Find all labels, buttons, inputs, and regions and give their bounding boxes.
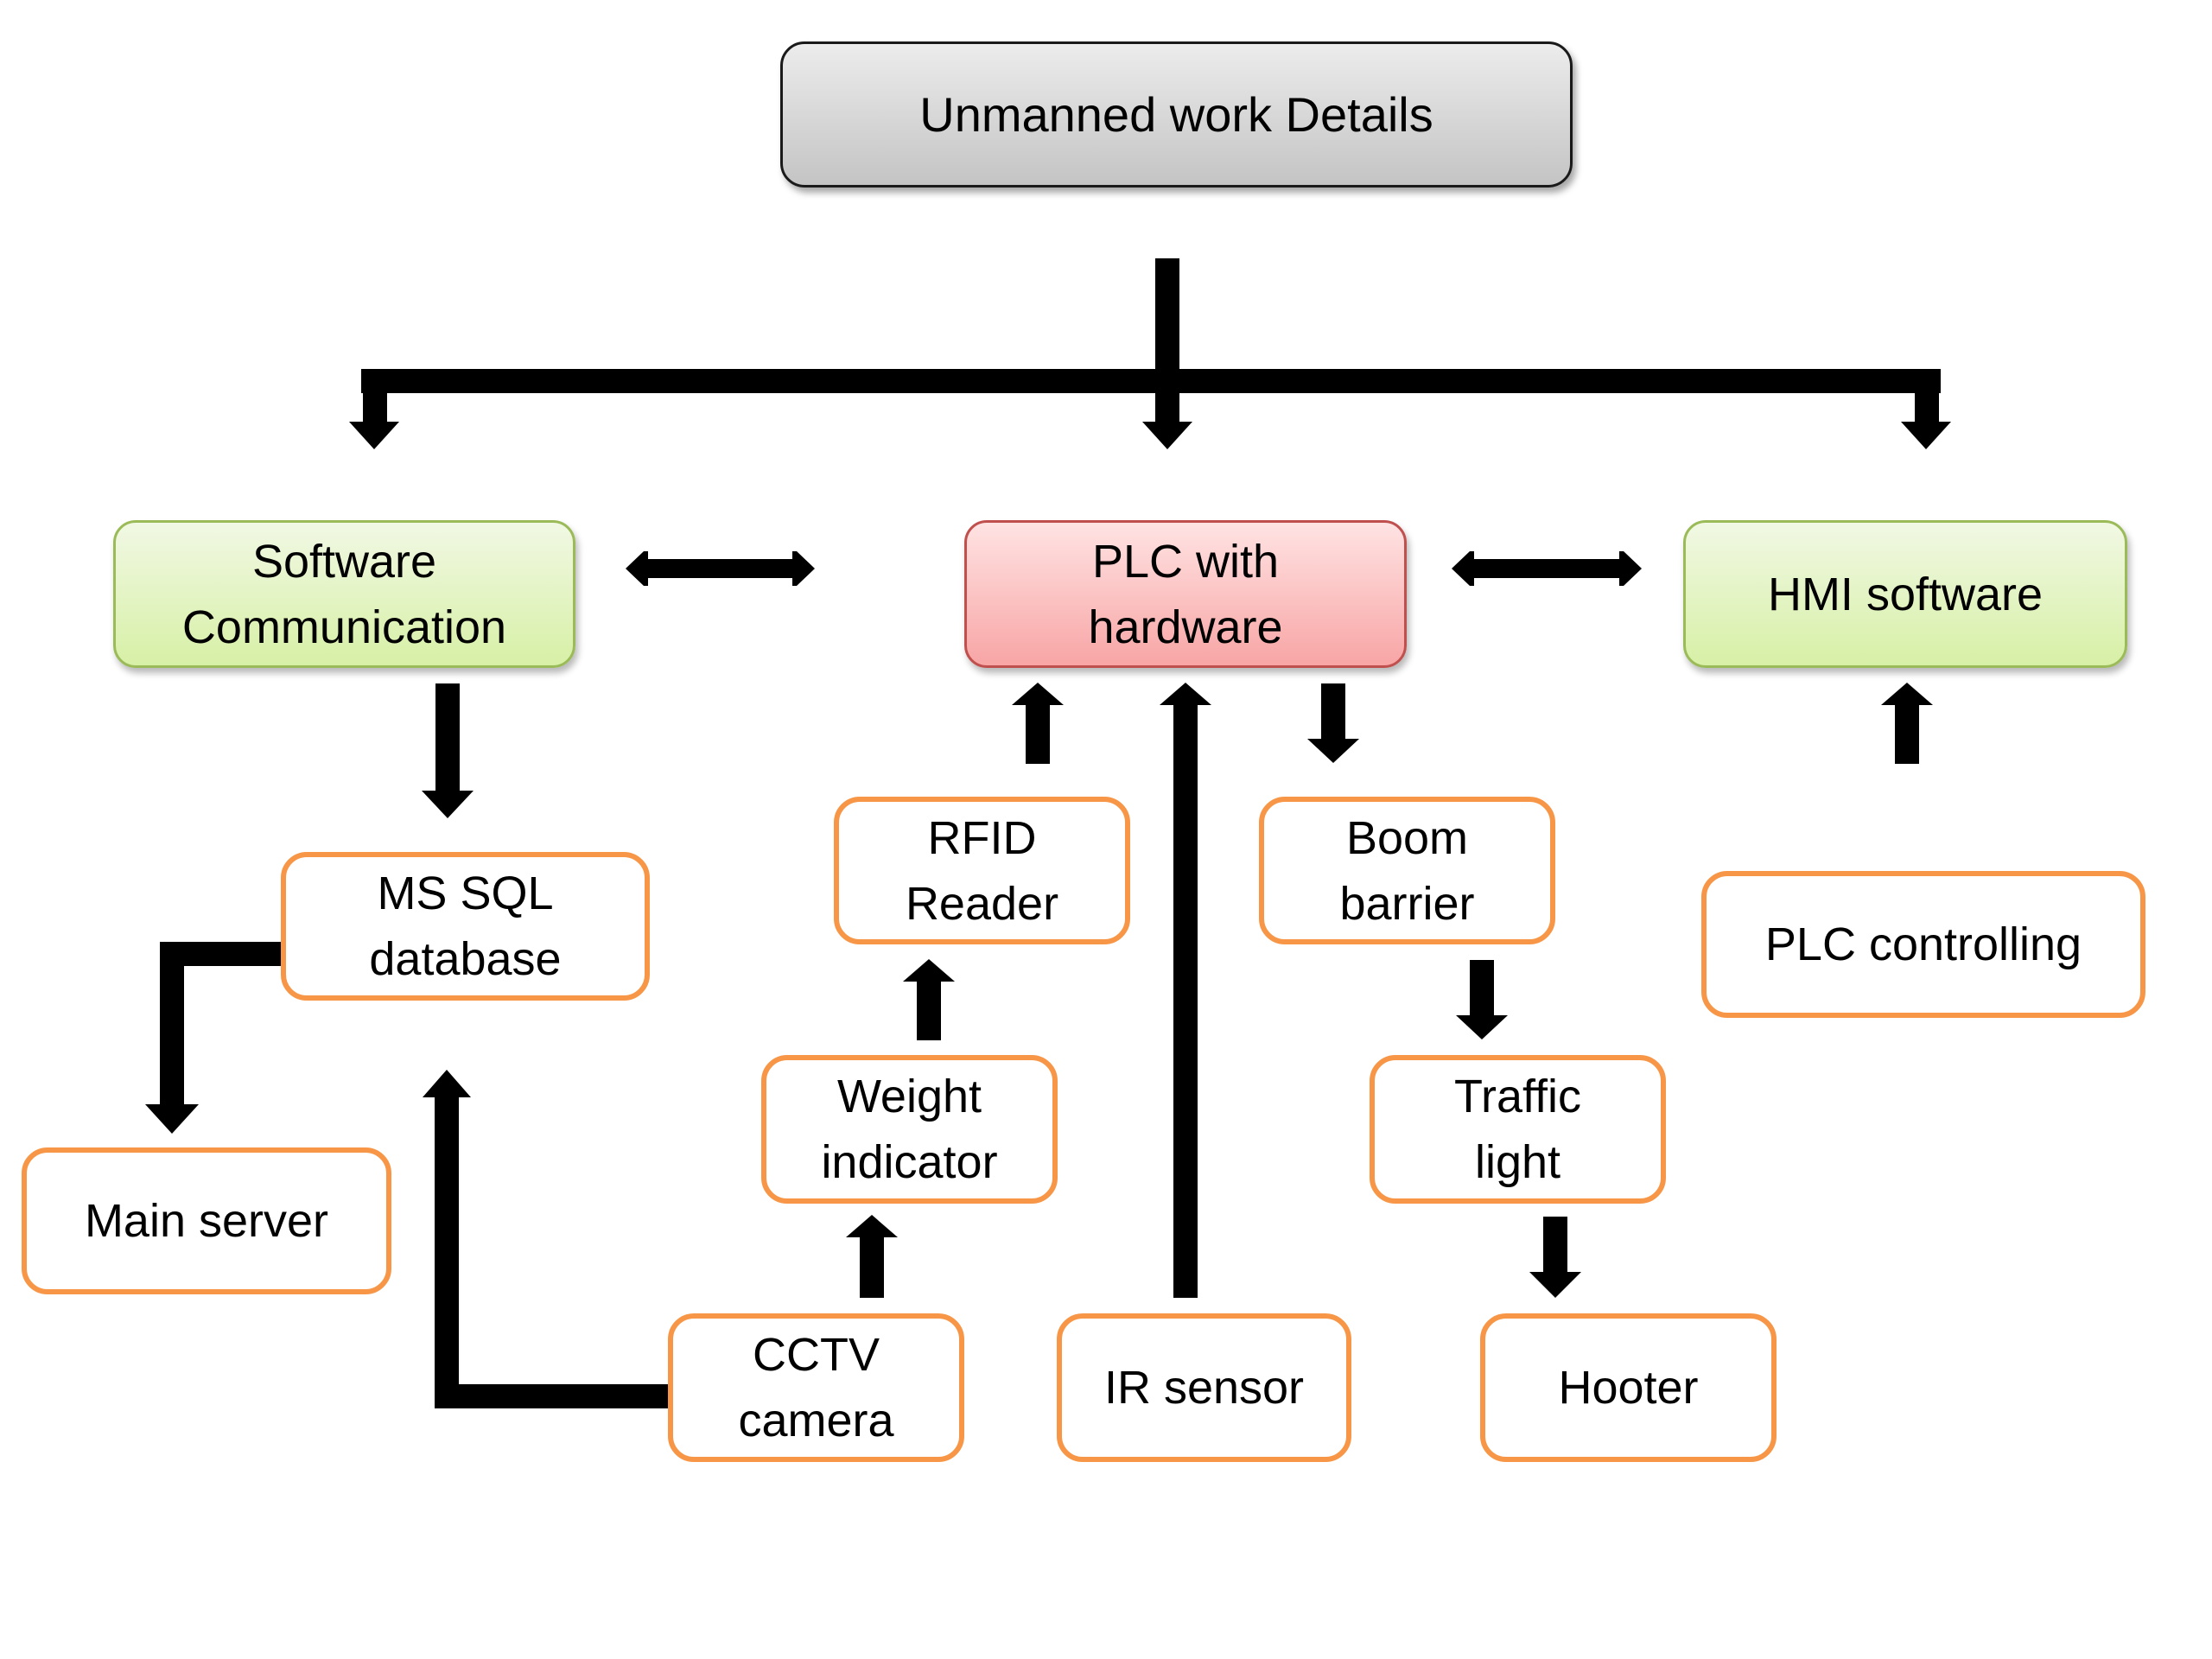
arrow-software-to-mssql	[422, 683, 474, 818]
arrow-title-to-software-communication	[349, 380, 399, 449]
arrow-traffic-light-to-hooter	[1529, 1217, 1581, 1298]
node-cctv-camera: CCTV camera	[668, 1313, 964, 1462]
elbow-arrow-mssql-to-main-server	[145, 942, 283, 1134]
arrow-title-to-hmi-software	[1901, 380, 1951, 449]
arrow-boom-to-traffic-light	[1456, 960, 1508, 1039]
arrow-rfid-to-plc	[1012, 683, 1064, 764]
node-unmanned-work-details: Unmanned work Details	[780, 41, 1573, 188]
node-software-communication: Software Communication	[113, 520, 575, 668]
node-rfid-reader: RFID Reader	[834, 797, 1130, 944]
bidirectional-arrow-software-plc	[626, 551, 815, 586]
node-hooter: Hooter	[1480, 1313, 1777, 1462]
node-traffic-light: Traffic light	[1370, 1055, 1666, 1204]
arrow-ir-sensor-to-plc	[1160, 683, 1211, 1298]
arrow-weight-to-rfid	[903, 959, 955, 1040]
node-ms-sql-database: MS SQL database	[281, 852, 650, 1001]
node-hmi-software: HMI software	[1683, 520, 2127, 668]
node-plc-controlling: PLC controlling	[1701, 871, 2145, 1018]
bidirectional-arrow-plc-hmi	[1452, 551, 1642, 586]
arrow-cctv-to-weight	[846, 1215, 898, 1298]
distribution-bar	[361, 369, 1941, 393]
node-main-server: Main server	[22, 1147, 391, 1294]
elbow-arrow-cctv-to-mssql	[423, 1070, 670, 1408]
arrow-plc-to-boom-barrier	[1307, 683, 1359, 763]
node-ir-sensor: IR sensor	[1057, 1313, 1351, 1462]
node-weight-indicator: Weight indicator	[761, 1055, 1058, 1204]
node-boom-barrier: Boom barrier	[1259, 797, 1555, 944]
arrow-plc-controlling-to-hmi	[1881, 683, 1933, 764]
node-plc-with-hardware: PLC with hardware	[964, 520, 1407, 668]
arrow-title-to-plc-with-hardware	[1142, 380, 1192, 449]
